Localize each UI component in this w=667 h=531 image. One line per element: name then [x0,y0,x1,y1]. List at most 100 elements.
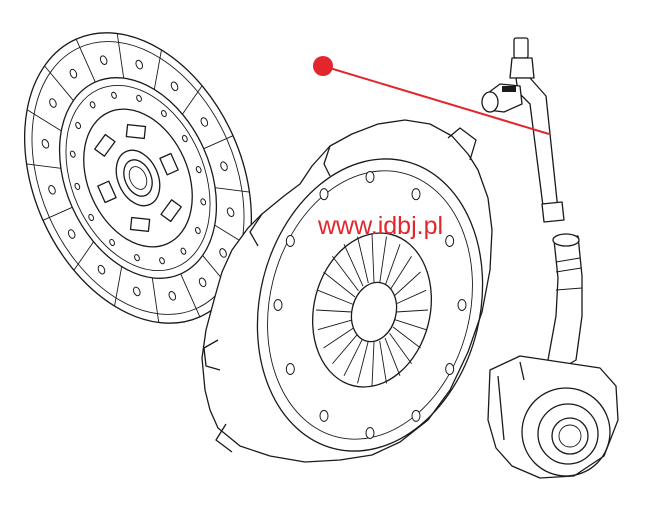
segment-gap [42,206,73,221]
rivet [135,59,144,70]
bolt-hole [273,299,283,311]
diaphragm-finger [332,255,359,292]
rivet [75,121,82,130]
diaphragm-fingers [315,233,429,387]
segment-gap [215,187,250,193]
bolt-hole [411,409,421,422]
bolt-hole [319,409,329,422]
rivet [89,101,96,109]
rivet [181,135,188,143]
pressure-plate [201,119,493,463]
rivet [67,229,76,239]
diaphragm-finger [392,271,421,298]
damper-spring [97,180,117,204]
diaphragm-finger [371,341,375,387]
clutch-disc [23,32,253,324]
segment-gap [153,49,162,90]
rivet-holes [41,55,235,301]
diaphragm-finger [343,243,364,287]
damper-spring [159,152,179,176]
bolt-hole [457,299,467,311]
rivet [200,198,207,206]
segment-gap [26,109,62,132]
damper-spring [94,133,116,157]
diaphragm-finger [384,337,401,376]
diaphragm-finger [384,244,401,287]
rivet [41,139,50,149]
diaphragm-finger [371,233,375,283]
concentric-slave-cylinder [487,233,619,479]
rivet [198,277,207,288]
rivet [69,150,76,158]
rivet [74,182,81,190]
rivet [200,117,209,127]
bolt-hole [411,188,421,201]
diaphragm-finger [315,309,353,313]
diaphragm-finger [323,326,356,349]
damper-spring [160,199,182,223]
diaphragm-finger [379,340,387,384]
callout-pointer [313,56,550,135]
rivet [194,226,201,235]
segment-gap [151,277,160,323]
diaphragm-finger [379,236,387,284]
rivet [219,248,227,258]
segment-gap [75,38,96,83]
rivet [134,254,140,262]
diaphragm-finger [389,332,412,365]
rivet [48,185,56,195]
damper-spring [125,123,147,140]
rivet [226,207,235,217]
diaphragm-finger [357,236,369,284]
segment-gap [26,163,61,169]
segment-gap [44,65,74,101]
rivet [170,81,179,92]
segment-gap [116,33,125,79]
rivet [99,55,108,65]
rivet [168,291,177,301]
segment-gap [182,85,203,115]
rivet [161,109,167,118]
rivet [220,161,228,171]
bolt-hole [285,363,295,375]
diaphragm-finger [332,332,359,365]
rivet [195,166,202,174]
diaphragm-finger [343,337,364,377]
rivet [111,91,117,99]
diaphragm-finger [323,271,356,298]
rivet [180,247,187,255]
diaphragm-finger [357,340,369,384]
segment-gap [73,241,94,271]
segment-gap [203,135,234,150]
rivet [49,98,57,108]
rivet [88,213,95,221]
diaphragm-finger [317,289,353,305]
bolt-hole [445,363,455,375]
rivet [159,257,165,265]
bolt-hole [445,235,455,247]
diaphragm-finger [395,319,427,331]
rivet [136,94,142,102]
rivet [132,286,141,297]
hydraulic-pipe [481,37,565,223]
damper-springs [94,123,182,233]
diaphragm-finger [395,289,427,305]
cover-bolt-holes [273,171,467,439]
bolt-hole [319,188,329,201]
bolt-hole [365,171,375,183]
diaphragm-finger [317,319,353,331]
rivet [69,68,78,79]
diaphragm-finger [395,309,429,313]
bolt-hole [365,427,375,439]
rivet [97,264,106,275]
bolt-hole [285,235,295,247]
rivet [109,238,115,247]
diaphragm-finger [392,326,421,349]
diaphragm-finger [389,256,412,292]
segment-gap [180,273,201,318]
friction-segments [26,33,250,323]
damper-spring [129,216,151,233]
watermark-url: www.idbj.pl [318,212,444,240]
segment-gap [114,266,123,307]
